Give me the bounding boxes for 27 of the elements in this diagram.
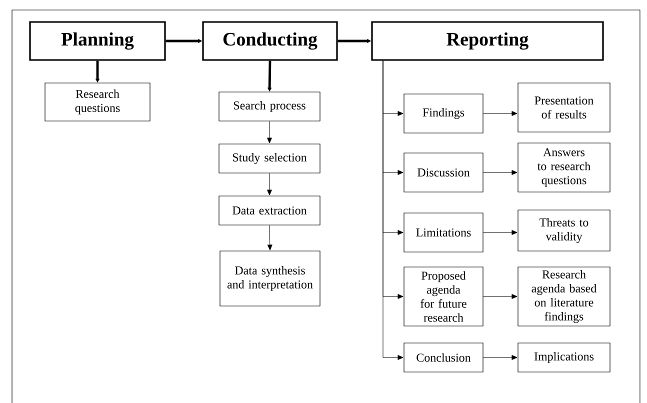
- step-box: Search process: [218, 92, 320, 122]
- step-box: Findings: [404, 94, 484, 134]
- arrow: [267, 121, 272, 144]
- arrow: [483, 170, 518, 175]
- step-box: Threats to validity: [518, 210, 610, 252]
- step-box: Data extraction: [218, 196, 320, 226]
- step-box: Proposed agenda for future research: [404, 266, 484, 326]
- phase-box: Planning: [29, 21, 166, 61]
- arrow: [483, 355, 518, 360]
- step-box: Research agenda based on literature findings: [518, 266, 610, 326]
- phase-box: Conducting: [202, 21, 338, 61]
- arrow: [483, 111, 518, 116]
- arrow: [267, 173, 272, 196]
- step-box: Discussion: [404, 152, 484, 192]
- step-box: Limitations: [404, 212, 484, 252]
- step-box: Research questions: [44, 82, 150, 122]
- arrow: [267, 225, 272, 250]
- step-box: Conclusion: [404, 342, 484, 372]
- step-box: Answers to research questions: [518, 142, 610, 192]
- arrow: [483, 230, 518, 235]
- arrow: [483, 294, 518, 299]
- step-box: Implications: [518, 342, 610, 372]
- step-box: Study selection: [218, 144, 320, 174]
- step-box: Data synthesis and interpretation: [220, 250, 320, 306]
- step-box: Presentation of results: [518, 82, 610, 132]
- phase-box: Reporting: [371, 21, 604, 61]
- arrow: [382, 60, 404, 360]
